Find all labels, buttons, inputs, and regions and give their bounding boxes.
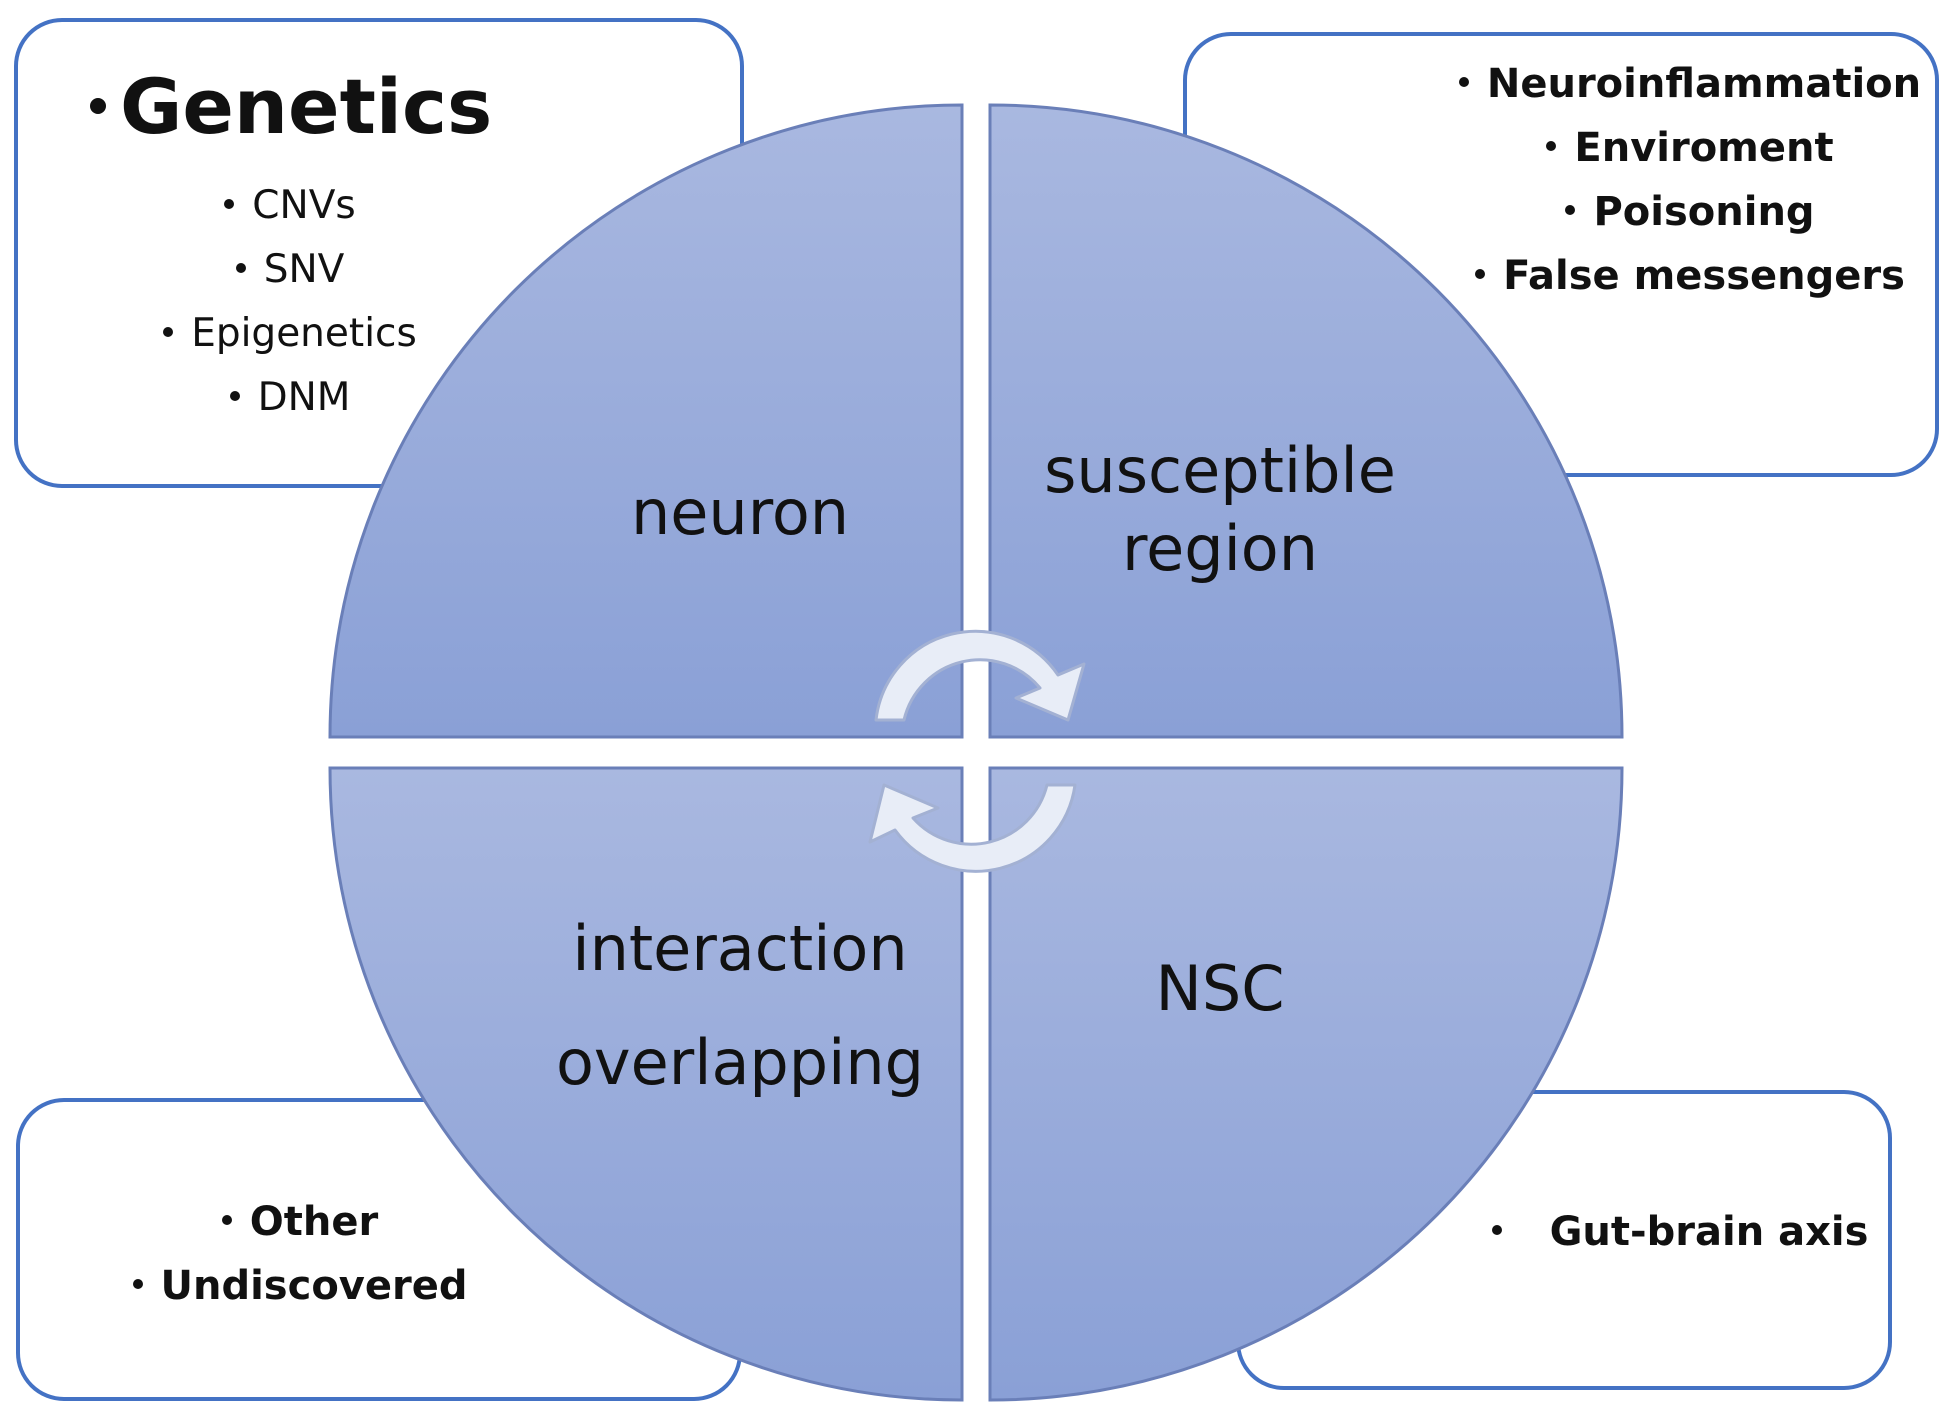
list-item: Poisoning [1420,180,1950,244]
bullet-icon [1475,269,1486,279]
other-list: Other Undiscovered [60,1190,540,1318]
bullet-icon [90,98,106,114]
cycle-arrow-icon [874,629,1086,722]
bullet-icon [163,326,174,337]
quadrant-nsc [988,766,1624,1402]
bullet-icon [229,390,240,401]
quadrant-label-nsc: NSC [1155,952,1285,1025]
genetics-list: CNVs SNV Epigenetics DNM [90,174,490,430]
list-item: Enviroment [1420,116,1950,180]
bullet-icon [1565,205,1576,215]
environment-list: Neuroinflammation Enviroment Poisoning F… [1420,52,1950,308]
list-item: Neuroinflammation [1420,52,1950,116]
bullet-icon [235,262,246,273]
bullet-icon [224,198,235,209]
cycle-arrow-icon [868,783,1077,873]
bullet-icon [132,1279,143,1289]
genetics-heading: Genetics [90,62,492,152]
list-item: DNM [90,366,490,430]
list-item: Undiscovered [60,1254,540,1318]
gut-brain-list: Gut-brain axis [1470,1200,1890,1264]
quadrant-label-neuron: neuron [630,476,850,549]
bullet-icon [221,1215,232,1225]
bullet-icon [1458,77,1469,87]
list-item: Epigenetics [90,302,490,366]
quadrant-label-susceptible-region: susceptible region [1044,434,1396,585]
quadrant-label-interaction-overlapping: interaction overlapping [555,912,925,1099]
list-item: False messengers [1420,244,1950,308]
list-item: CNVs [90,174,490,238]
list-item: Other [60,1190,540,1254]
list-item: SNV [90,238,490,302]
quadrant-interaction-overlapping [328,766,964,1402]
quadrant-susceptible-region [988,103,1624,739]
quadrant-neuron [328,103,964,739]
bullet-icon [1546,141,1557,151]
bullet-icon [1491,1225,1502,1235]
list-item: Gut-brain axis [1470,1200,1890,1264]
